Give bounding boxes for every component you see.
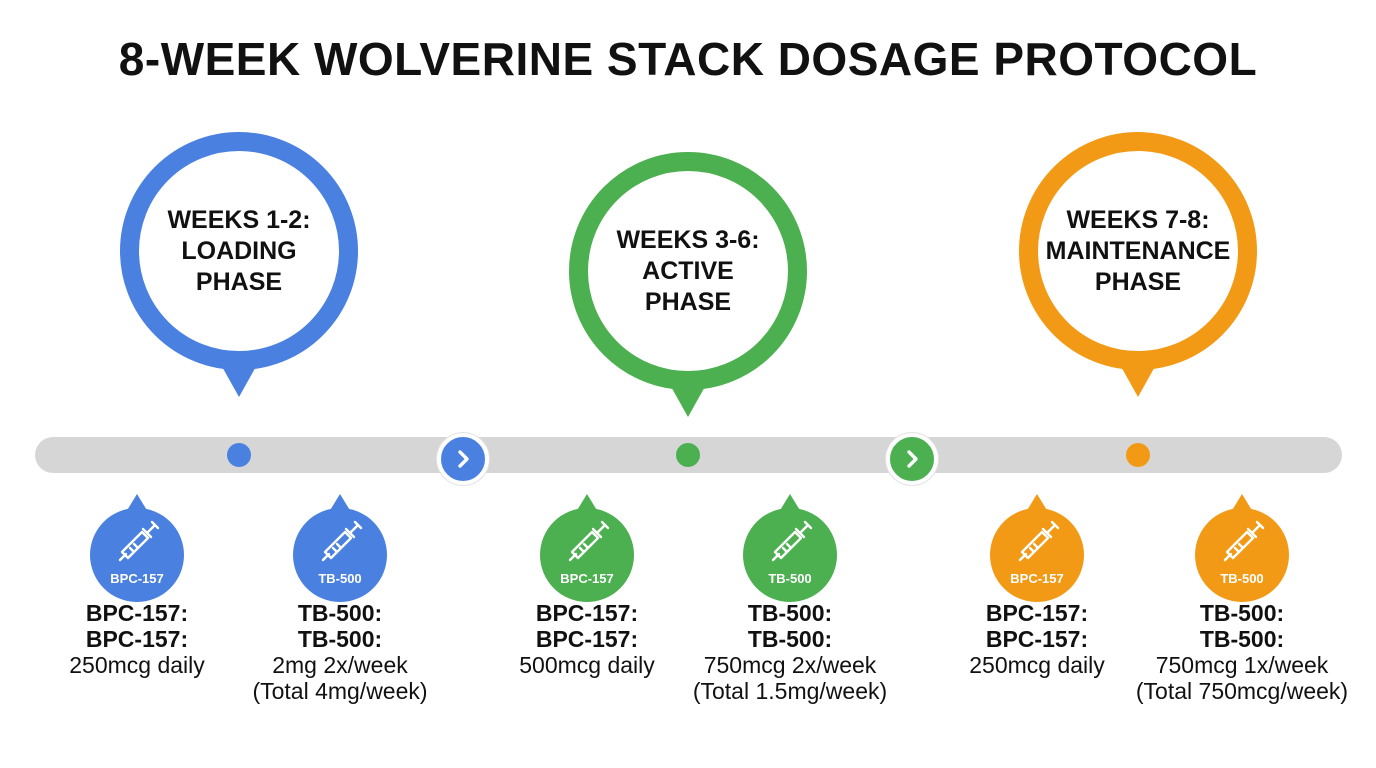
- dose-amount: 500mcg daily: [519, 652, 655, 678]
- peptide-badge: BPC-157: [90, 494, 184, 602]
- badge-label: BPC-157: [110, 571, 164, 586]
- phase-loading-pin: WEEKS 1-2: LOADING PHASE: [120, 132, 358, 397]
- phase-label: WEEKS 3-6: ACTIVE PHASE: [588, 171, 788, 371]
- badge-label: TB-500: [1220, 571, 1264, 586]
- dose-amount: 250mcg daily: [69, 652, 205, 678]
- phase-name: LOADING: [181, 236, 297, 265]
- dose-text: TB-500: TB-500: 2mg 2x/week (Total 4mg/w…: [210, 600, 470, 704]
- dose-total: (Total 4mg/week): [252, 678, 428, 704]
- timeline-next-arrow[interactable]: [886, 433, 938, 485]
- dose-amount: 750mcg 2x/week: [703, 652, 877, 678]
- dose-text: BPC-157: BPC-157: 250mcg daily: [7, 600, 267, 678]
- phase-name: ACTIVE: [642, 256, 734, 285]
- peptide-badge: BPC-157: [990, 494, 1084, 602]
- dose-heading: BPC-157:: [985, 626, 1089, 652]
- syringe-icon: [568, 520, 610, 562]
- phase-label: WEEKS 1-2: LOADING PHASE: [139, 151, 339, 351]
- phase-weeks: WEEKS 7-8:: [1066, 205, 1210, 234]
- peptide-badge: TB-500: [1195, 494, 1289, 602]
- dose-heading: BPC-157:: [535, 600, 639, 626]
- dose-heading: TB-500:: [747, 626, 833, 652]
- badge-label: BPC-157: [1010, 571, 1064, 586]
- phase-weeks: WEEKS 3-6:: [616, 225, 760, 254]
- dose-amount: 250mcg daily: [969, 652, 1105, 678]
- phase-weeks: WEEKS 1-2:: [167, 205, 311, 234]
- dose-heading: TB-500:: [747, 600, 833, 626]
- phase-active-pin: WEEKS 3-6: ACTIVE PHASE: [569, 152, 807, 417]
- dose-amount: 750mcg 1x/week: [1155, 652, 1329, 678]
- phase-word: PHASE: [644, 287, 732, 316]
- dose-text: BPC-157: BPC-157: 500mcg daily: [457, 600, 717, 678]
- badge-label: TB-500: [318, 571, 362, 586]
- badge-label: BPC-157: [560, 571, 614, 586]
- dose-heading: BPC-157:: [535, 626, 639, 652]
- syringe-icon: [1223, 520, 1265, 562]
- dose-heading: BPC-157:: [985, 600, 1089, 626]
- dose-heading: TB-500:: [297, 626, 383, 652]
- peptide-badge: TB-500: [743, 494, 837, 602]
- dose-heading: BPC-157:: [85, 600, 189, 626]
- phase-name: MAINTENANCE: [1045, 236, 1231, 265]
- syringe-icon: [771, 520, 813, 562]
- phase-label: WEEKS 7-8: MAINTENANCE PHASE: [1038, 151, 1238, 351]
- phase-word: PHASE: [195, 267, 283, 296]
- phase-word: PHASE: [1094, 267, 1182, 296]
- dose-total: (Total 750mcg/week): [1135, 678, 1349, 704]
- chevron-right-icon: [458, 450, 469, 468]
- dose-text: TB-500: TB-500: 750mcg 2x/week (Total 1.…: [660, 600, 920, 704]
- badge-label: TB-500: [768, 571, 812, 586]
- dose-text: BPC-157: BPC-157: 250mcg daily: [907, 600, 1167, 678]
- timeline-dot-active: [676, 443, 700, 467]
- peptide-badge: BPC-157: [540, 494, 634, 602]
- dose-text: TB-500: TB-500: 750mcg 1x/week (Total 75…: [1112, 600, 1372, 704]
- dose-heading: TB-500:: [1199, 600, 1285, 626]
- dose-heading: TB-500:: [1199, 626, 1285, 652]
- dose-total: (Total 1.5mg/week): [692, 678, 888, 704]
- dose-heading: BPC-157:: [85, 626, 189, 652]
- phase-maintenance-pin: WEEKS 7-8: MAINTENANCE PHASE: [1019, 132, 1257, 397]
- syringe-icon: [118, 520, 160, 562]
- timeline-dot-loading: [227, 443, 251, 467]
- chevron-right-icon: [907, 450, 918, 468]
- timeline-dot-maintenance: [1126, 443, 1150, 467]
- peptide-badge: TB-500: [293, 494, 387, 602]
- dose-heading: TB-500:: [297, 600, 383, 626]
- syringe-icon: [321, 520, 363, 562]
- timeline-next-arrow[interactable]: [437, 433, 489, 485]
- dose-amount: 2mg 2x/week: [272, 652, 408, 678]
- syringe-icon: [1018, 520, 1060, 562]
- page-title: 8-WEEK WOLVERINE STACK DOSAGE PROTOCOL: [118, 33, 1258, 85]
